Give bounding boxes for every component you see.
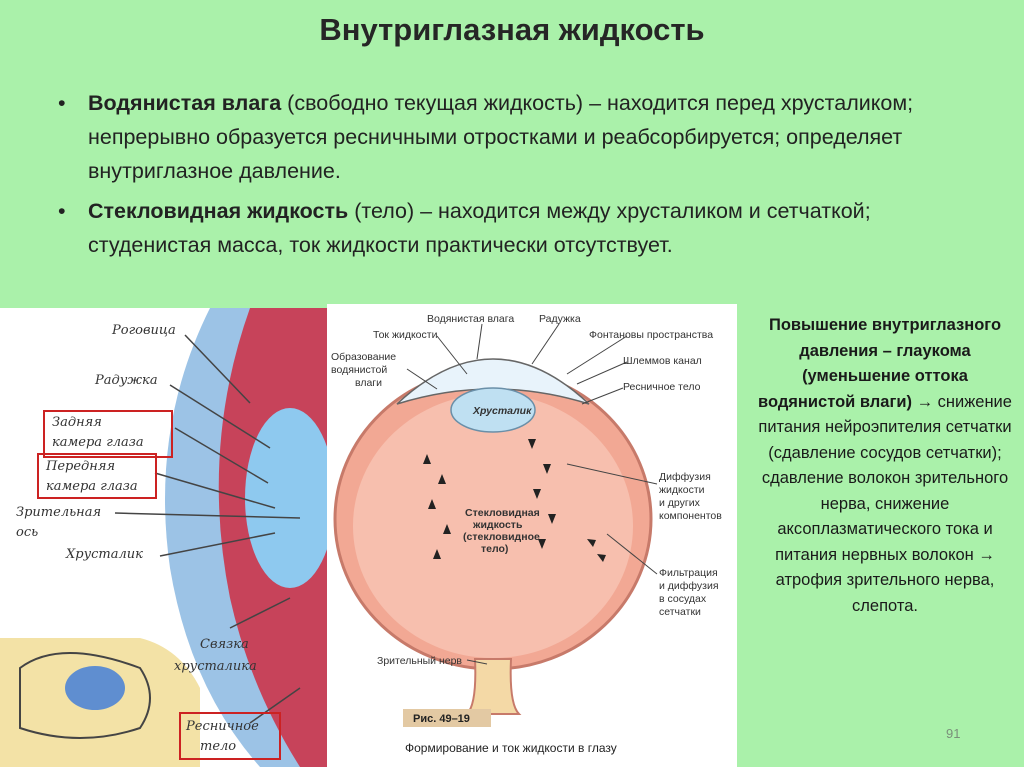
label-diffusion-1: Диффузия <box>659 471 711 483</box>
label-schlemm: Шлеммов канал <box>623 355 702 367</box>
left-eye-drawing: Роговица Радужка Задняя камера глаза Пер… <box>0 308 327 767</box>
label-vitreous-3: (стекловидное <box>463 531 540 543</box>
label-diffusion-3: и других <box>659 497 701 509</box>
bullet-list: • Водянистая влага (свободно текущая жид… <box>58 86 958 268</box>
lens-shape <box>245 408 327 588</box>
label-ciliary: Ресничное тело <box>623 381 701 393</box>
bullet-dot: • <box>58 199 66 223</box>
slide-title: Внутриглазная жидкость <box>319 12 705 47</box>
label-posterior-2: камера глаза <box>52 435 144 450</box>
frame-posterior-chamber <box>43 410 173 458</box>
label-aqueous: Водянистая влага <box>427 313 514 325</box>
fig-caption: Формирование и ток жидкости в глазу <box>405 741 617 755</box>
page-number: 91 <box>946 726 961 741</box>
lens <box>450 387 536 433</box>
label-axis-2: ось <box>16 525 38 540</box>
glaucoma-body: → снижение питания нейроэпителия сетчатк… <box>758 392 1012 615</box>
label-formation-3: влаги <box>355 377 382 389</box>
fig-number: Рис. 49–19 <box>413 713 470 725</box>
bullet-term: Водянистая влага <box>88 91 282 115</box>
glaucoma-heading: Повышение внутриглазного давления – глау… <box>758 316 1002 411</box>
label-vitreous-4: тело) <box>481 543 508 555</box>
vitreous-body <box>353 394 633 658</box>
label-iris: Радужка <box>539 313 581 325</box>
bullet-vitreous: • Стекловидная жидкость (тело) – находит… <box>58 194 958 262</box>
label-vitreous-2: жидкость <box>472 519 523 531</box>
label-formation-1: Образование <box>331 351 396 363</box>
left-eye-figure: Роговица Радужка Задняя камера глаза Пер… <box>0 308 327 767</box>
label-ciliary-1: Ресничное <box>185 719 259 734</box>
mid-eye-drawing: Водянистая влага Ток жидкости Образовани… <box>331 313 722 755</box>
label-ciliary-2: тело <box>200 739 236 754</box>
label-ligament-2: хрусталика <box>174 659 257 674</box>
label-axis-1: Зрительная <box>16 505 101 520</box>
leader-lines <box>406 323 658 665</box>
label-diffusion-2: жидкости <box>659 484 705 496</box>
label-anterior-1: Передняя <box>45 459 115 474</box>
fig-number-box <box>403 709 491 727</box>
bullet-text: (тело) – находится между хрусталиком и с… <box>88 199 871 257</box>
frame-anterior-chamber <box>37 453 157 499</box>
label-formation-2: водянистой <box>331 364 387 376</box>
bullet-term: Стекловидная жидкость <box>88 199 349 223</box>
glaucoma-note: Повышение внутриглазного давления – глау… <box>756 313 1014 619</box>
mid-eye-figure: Водянистая влага Ток жидкости Образовани… <box>327 304 737 767</box>
label-flow: Ток жидкости <box>373 329 438 341</box>
inset-lens <box>65 666 125 710</box>
label-optic-nerve: Зрительный нерв <box>377 655 462 667</box>
label-posterior-1: Задняя <box>52 415 102 430</box>
label-lens: Хрусталик <box>472 405 532 417</box>
label-fontana: Фонтановы пространства <box>589 329 713 341</box>
label-filtration-3: в сосудах <box>659 593 707 605</box>
label-anterior-2: камера глаза <box>46 479 138 494</box>
label-diffusion-4: компонентов <box>659 510 722 522</box>
label-filtration-4: сетчатки <box>659 606 701 618</box>
bullet-text: (свободно текущая жидкость) – находится … <box>88 91 914 183</box>
label-filtration-1: Фильтрация <box>659 567 718 579</box>
optic-nerve <box>464 658 522 715</box>
label-lens: Хрусталик <box>65 547 143 562</box>
label-filtration-2: и диффузия <box>659 580 719 592</box>
label-ligament-1: Связка <box>200 637 249 652</box>
label-cornea: Роговица <box>111 323 176 338</box>
label-vitreous-1: Стекловидная <box>465 507 540 519</box>
inset-outline <box>19 652 151 739</box>
label-iris: Радужка <box>94 373 158 388</box>
frame-ciliary-body <box>179 712 281 760</box>
cornea <box>396 358 590 405</box>
bullet-dot: • <box>58 91 66 115</box>
bullet-aqueous: • Водянистая влага (свободно текущая жид… <box>58 86 958 188</box>
flow-arrows <box>423 439 606 562</box>
